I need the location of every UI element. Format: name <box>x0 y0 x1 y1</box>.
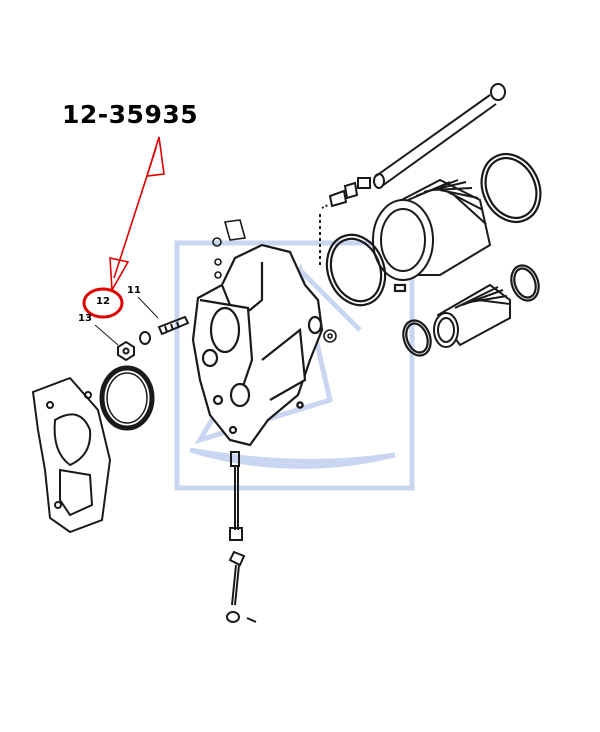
exhaust-bellows <box>372 178 492 281</box>
leader-lines <box>94 296 159 346</box>
highlight-circle <box>82 287 124 319</box>
o-ring <box>99 365 155 431</box>
part-number-label: 12-35935 <box>62 100 199 129</box>
callout-13: 13 <box>78 313 92 324</box>
water-hose <box>319 83 506 265</box>
hose-clamps <box>325 153 542 357</box>
small-fittings <box>212 219 337 409</box>
shift-rod <box>226 451 257 623</box>
washer-nut <box>117 331 151 362</box>
gasket <box>31 376 112 534</box>
callout-12: 12 <box>96 296 110 307</box>
stud <box>157 315 190 336</box>
shift-bellows <box>433 283 511 348</box>
bell-housing <box>191 243 324 447</box>
callout-11: 11 <box>127 285 141 296</box>
highlight-arrows <box>109 136 165 293</box>
